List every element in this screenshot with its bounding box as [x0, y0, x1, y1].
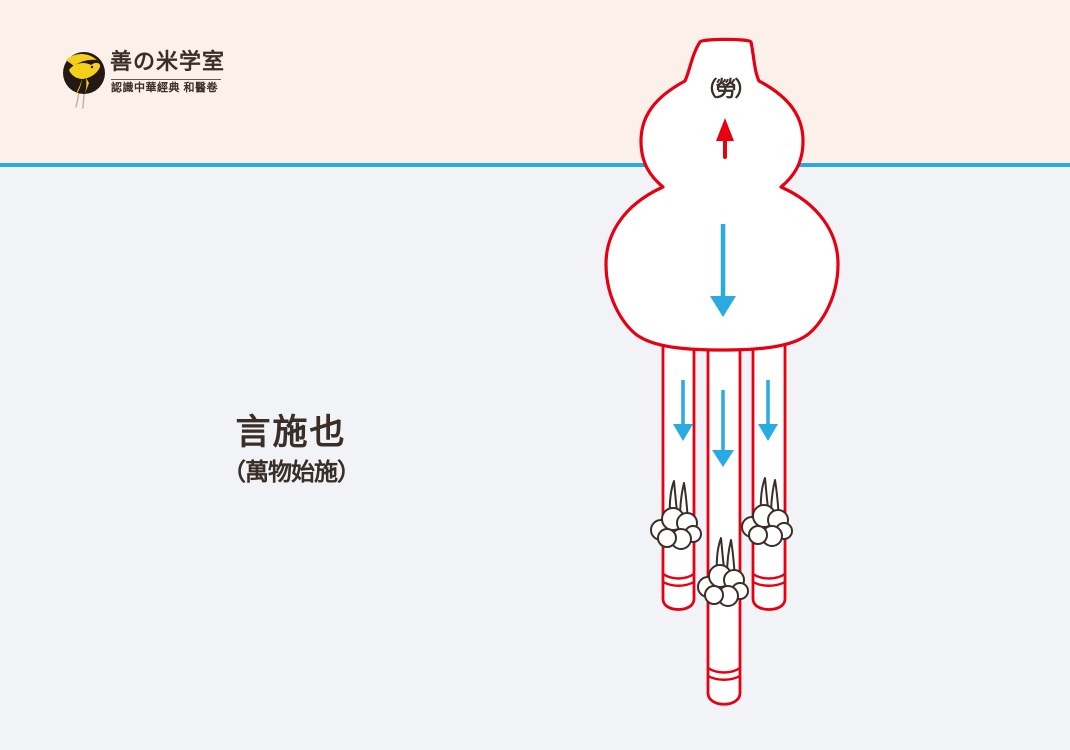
- root-sprout-middle-icon: [697, 537, 749, 607]
- caption-title: 言施也: [235, 413, 347, 452]
- bird-tail-streamer: [75, 91, 80, 108]
- logo-mark: [63, 52, 105, 109]
- root-arrow-left-icon: [673, 380, 693, 441]
- root-tube-middle: [706, 318, 742, 706]
- gourd-top-label: （勞）: [696, 78, 756, 101]
- caption-block: 言施也 （萬物始施）: [181, 412, 401, 488]
- below-ground-area: [0, 165, 1070, 750]
- swallow-bird-icon: [66, 54, 101, 96]
- root-arrow-middle-icon: [712, 390, 734, 467]
- caption-subtitle: （萬物始施）: [222, 459, 361, 486]
- root-tube-right: [751, 318, 787, 611]
- logo-subtitle: 認識中華經典 和醫卷: [111, 82, 219, 94]
- up-arrow-icon: [716, 118, 734, 159]
- root-arrow-right-icon: [758, 380, 778, 441]
- bird-tail-streamer: [82, 91, 85, 109]
- logo-divider: [111, 79, 221, 80]
- root-sprout-left-icon: [650, 480, 702, 550]
- root-tube-left: [661, 318, 696, 611]
- logo-title: 善の米学室: [110, 49, 226, 74]
- gourd-shape: [604, 37, 840, 352]
- above-ground-area: [0, 0, 1070, 165]
- root-sprout-right-icon: [741, 477, 793, 547]
- down-arrow-icon: [710, 224, 736, 317]
